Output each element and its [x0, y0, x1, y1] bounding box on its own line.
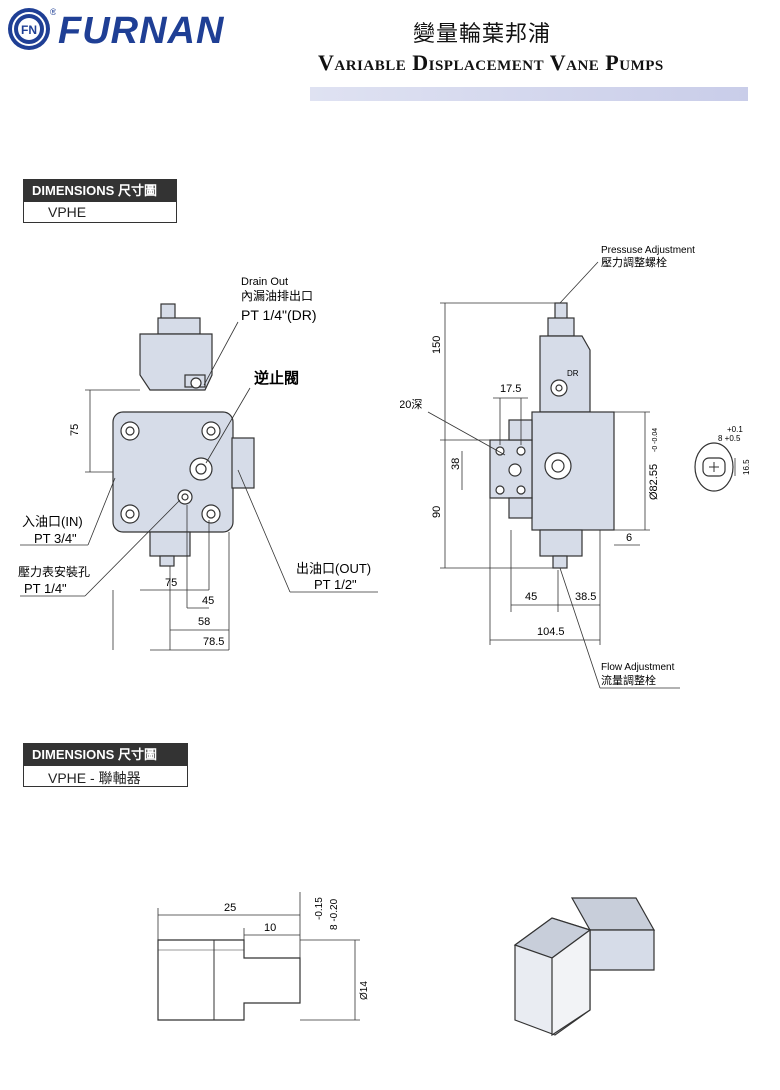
drain-pt: PT 1/4"(DR) [241, 307, 317, 323]
coupling-diameter: Ø14 [359, 981, 370, 1000]
coupling-tolerance-2: 8 -0.20 [329, 898, 340, 930]
dimensions-label-2: DIMENSIONS 尺寸圖 [24, 744, 187, 766]
registered-mark: ® [50, 7, 56, 17]
pressure-adjust-zh: 壓力調整螺栓 [601, 255, 667, 269]
dim-diameter-tolerance: -0 -0.04 [652, 428, 659, 452]
dim-45: 45 [202, 595, 214, 607]
brand-name: FURNAN [58, 10, 225, 52]
dimensions-label: DIMENSIONS 尺寸圖 [24, 180, 176, 202]
dim-38-5: 38.5 [575, 591, 596, 603]
key-tolerance-2: 8 +0.5 [718, 434, 741, 443]
furnan-logo: FN ® [6, 6, 57, 57]
title-chinese: 變量輪葉邦浦 [413, 21, 552, 46]
dr-mark: DR [567, 369, 579, 378]
dim-45-side: 45 [525, 591, 537, 603]
coupling-section [157, 939, 301, 1021]
model-label-2: VPHE - 聯軸器 [48, 770, 141, 786]
dimensions-box-coupling: DIMENSIONS 尺寸圖 VPHE - 聯軸器 [23, 743, 188, 787]
inlet-pt: PT 3/4" [34, 531, 77, 546]
drain-port [190, 377, 202, 389]
dim-104-5: 104.5 [537, 626, 565, 638]
logo-letters: FN [21, 23, 37, 37]
gauge-pt: PT 1/4" [24, 581, 67, 596]
dim-17-5: 17.5 [500, 383, 521, 395]
coupling-dim-10: 10 [264, 922, 276, 934]
side-upper-body [539, 335, 591, 413]
side-view-drawing: Pressuse Adjustment 壓力調整螺栓 4-M8X1.25X20深… [400, 245, 751, 689]
key-tolerance-1: +0.1 [727, 425, 743, 434]
dim-75: 75 [165, 577, 177, 589]
gauge-label: 壓力表安裝孔 [18, 564, 90, 579]
flow-adjust-zh: 流量調整栓 [601, 673, 656, 687]
drain-out-label: Drain Out [241, 276, 288, 288]
pressure-adjust-label: Pressuse Adjustment [601, 245, 695, 256]
coupling-drawing: 25 10 -0.15 8 -0.20 Ø14 [157, 892, 656, 1037]
inlet-label: 入油口(IN) [22, 514, 83, 529]
front-view-drawing: Drain Out 內漏油排出口 PT 1/4"(DR) 逆止閥 入油口(IN)… [18, 276, 378, 651]
dim-75-vertical: 75 [69, 424, 81, 436]
drain-out-zh: 內漏油排出口 [241, 289, 313, 303]
model-label: VPHE [48, 204, 87, 220]
coupling-dim-25: 25 [224, 902, 236, 914]
title-english: Variable Displacement Vane Pumps [318, 50, 664, 75]
dim-78-5: 78.5 [203, 636, 224, 648]
side-main-body [531, 411, 615, 531]
dim-38: 38 [450, 458, 462, 470]
coupling-3d-view [513, 897, 656, 1037]
dim-90: 90 [431, 506, 443, 518]
bolt-spec: 4-M8X1.25X20深 [400, 398, 422, 411]
title-underline-bar [310, 87, 748, 101]
flow-adjust-label: Flow Adjustment [601, 662, 675, 673]
dim-diameter: Ø82.55 [648, 464, 660, 500]
coupling-tolerance-1: -0.15 [314, 897, 325, 920]
dim-58: 58 [198, 616, 210, 628]
check-valve-label: 逆止閥 [254, 369, 299, 387]
outlet-pt: PT 1/2" [314, 577, 357, 592]
dim-6: 6 [626, 532, 632, 544]
key-dim-16-5: 16.5 [742, 459, 751, 475]
outlet-label: 出油口(OUT) [296, 561, 371, 576]
dim-150: 150 [431, 336, 443, 354]
dimensions-box-vphe: DIMENSIONS 尺寸圖 VPHE [23, 179, 177, 223]
